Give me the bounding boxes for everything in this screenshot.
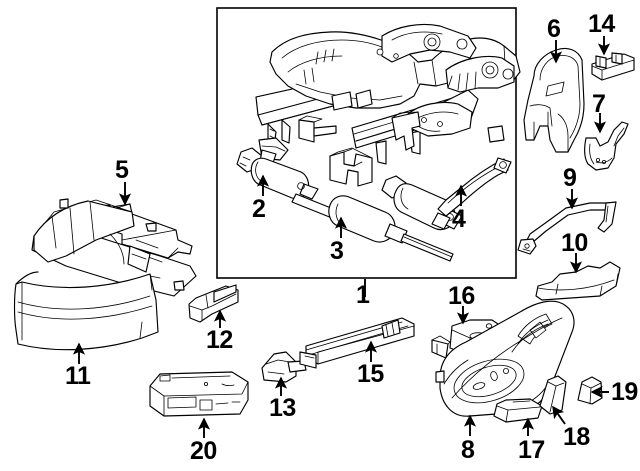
callout-label-12: 12 <box>206 326 233 354</box>
part-seat-frame-support-wire <box>517 201 617 255</box>
callout-label-6: 6 <box>547 15 561 43</box>
part-horizontal-drive-shaft <box>291 193 454 262</box>
callout-label-19: 19 <box>611 378 638 406</box>
callout-label-10: 10 <box>561 229 588 257</box>
part-seat-control-module <box>149 371 249 417</box>
callout-label-20: 20 <box>190 437 217 465</box>
callout-label-18: 18 <box>563 423 590 451</box>
part-seat-track-end-cover <box>188 284 239 323</box>
callout-label-11: 11 <box>65 362 91 390</box>
callout-label-1: 1 <box>356 281 370 309</box>
callout-label-15: 15 <box>357 360 384 388</box>
part-lumbar-switch-knob <box>493 398 543 423</box>
callout-label-4: 4 <box>452 205 466 233</box>
part-front-valance-trim-panel <box>13 271 159 351</box>
callout-label-3: 3 <box>330 237 344 265</box>
callout-label-13: 13 <box>269 394 296 422</box>
part-height-adjuster-motor <box>236 147 319 200</box>
callout-label-9: 9 <box>563 164 577 192</box>
part-inner-trim-side-panel <box>435 300 575 417</box>
part-recliner-motor-and-arm <box>381 157 512 231</box>
callout-label-2: 2 <box>252 195 266 223</box>
callout-label-14: 14 <box>588 10 615 38</box>
part-front-crossmember-rail <box>299 317 415 369</box>
callout-label-5: 5 <box>115 156 129 184</box>
leader-18 <box>552 405 566 425</box>
part-seat-cushion-pan-shield <box>31 198 197 297</box>
part-lower-side-finish-cover <box>535 261 621 301</box>
part-hinge-cover-bracket <box>584 121 629 171</box>
callout-label-7: 7 <box>592 90 606 118</box>
part-outer-side-shield-panel <box>523 47 585 153</box>
callout-label-8: 8 <box>461 436 475 464</box>
callout-label-17: 17 <box>518 436 545 464</box>
part-seat-track-assembly <box>236 23 521 262</box>
callout-label-16: 16 <box>448 282 475 310</box>
part-track-retainer-clip <box>591 52 635 81</box>
